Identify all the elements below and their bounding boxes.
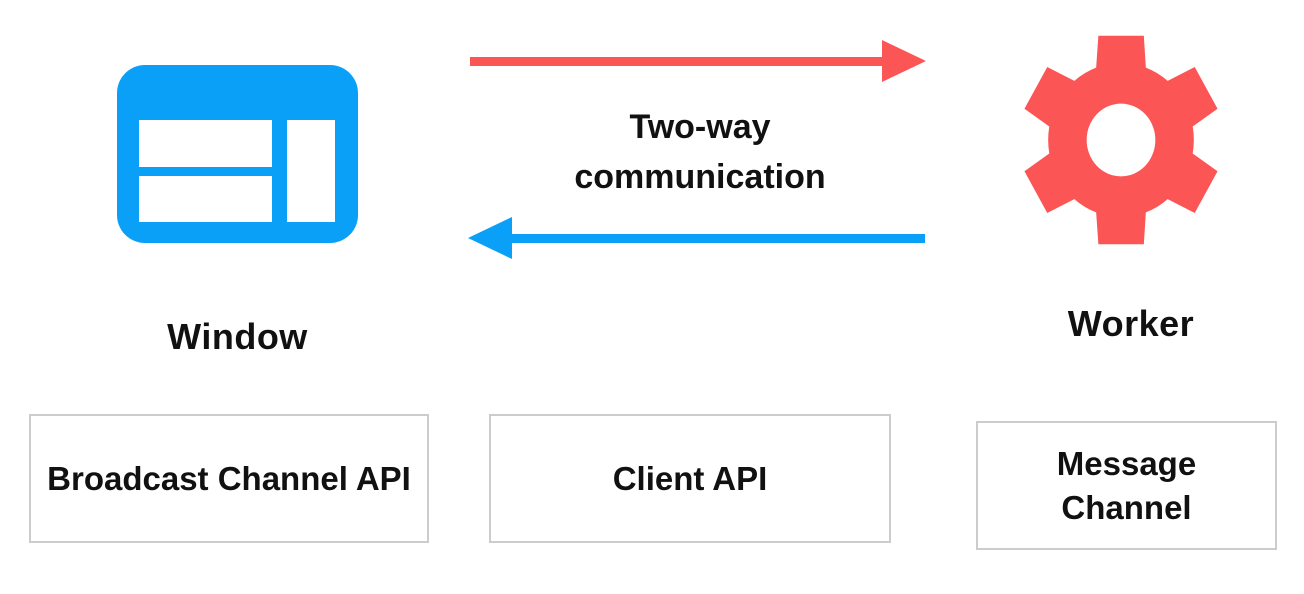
- channel-box-label: Client API: [612, 459, 768, 497]
- arrow-left-icon: [468, 217, 925, 259]
- channel-box-message-channel: Message Channel: [976, 421, 1277, 550]
- window-label: Window: [167, 316, 308, 357]
- gear-icon: [1024, 35, 1218, 245]
- channel-box-label: Message Channel: [1056, 444, 1197, 526]
- communication-label: Two-way communication: [574, 108, 826, 196]
- window-sidebar-bar: [287, 120, 335, 222]
- channel-box-broadcast-channel-api: Broadcast Channel API: [29, 414, 429, 543]
- arrow-right-icon: [470, 40, 926, 82]
- window-content-bar-top: [139, 120, 272, 167]
- channel-box-label: Broadcast Channel API: [47, 459, 411, 497]
- arrow-left-shape: [468, 217, 925, 259]
- browser-window-icon: [117, 65, 358, 243]
- arrow-right-shape: [470, 40, 926, 82]
- gear-center-hole: [1086, 103, 1156, 177]
- worker-label: Worker: [1067, 303, 1195, 344]
- channel-box-client-api: Client API: [489, 414, 891, 543]
- window-content-bar-bottom: [139, 176, 272, 222]
